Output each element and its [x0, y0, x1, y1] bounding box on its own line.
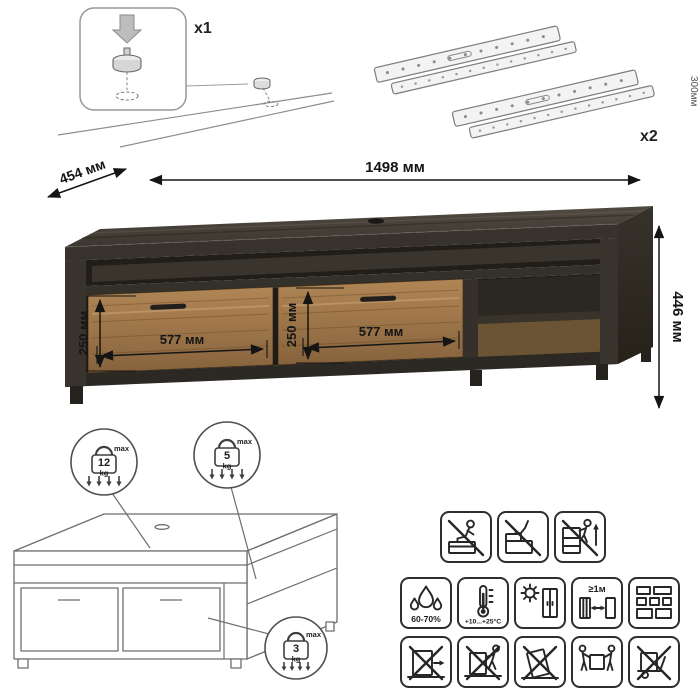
drawer-right-handle	[360, 295, 397, 302]
mounted-foot-icon	[253, 77, 279, 108]
load-drawer-note: max	[306, 630, 322, 639]
top-surface	[65, 206, 653, 247]
load-drawer-unit: kg	[292, 655, 301, 664]
back-panel	[92, 243, 600, 282]
slide-pair-front	[451, 69, 655, 139]
cable-hole	[368, 218, 384, 224]
drawer-left-height-dimension: 250 мм	[76, 311, 91, 356]
right-end-panel	[600, 238, 618, 365]
heater-distance-icon: ≥1м	[579, 583, 616, 619]
icon-no-tilting	[514, 636, 566, 688]
width-dimension: 1498 мм	[365, 159, 425, 176]
humidity-value: 60-70%	[411, 614, 441, 624]
icon-no-dragging	[400, 636, 452, 688]
drawer-right	[277, 278, 464, 366]
no-sitting-icon	[447, 519, 485, 557]
icon-carry-with-two	[571, 636, 623, 688]
temperature-value: +10...+25°C	[465, 618, 501, 626]
right-side-panel	[618, 206, 653, 364]
carry-two-person-icon	[578, 644, 616, 671]
icon-heater-distance: ≥1м	[571, 577, 623, 629]
top-front-edge	[65, 224, 618, 261]
load-shelf-note: max	[237, 437, 253, 446]
load-limit-shelf: 5 kg max	[193, 421, 261, 489]
icon-hardware-layout	[628, 577, 680, 629]
min-distance-value: ≥1м	[588, 583, 605, 594]
insert-arrow-icon	[111, 14, 143, 44]
divider-panel	[463, 279, 478, 358]
load-shelf-value: 5	[224, 450, 230, 462]
foot-middle	[470, 370, 482, 386]
foot-back-right	[641, 348, 651, 362]
load-drawer-value: 3	[293, 643, 299, 655]
base-strip	[65, 351, 618, 387]
tv-stand-render	[64, 206, 653, 404]
middle-shelf-edge	[65, 264, 618, 296]
drawer-right-width-dimension: 577 мм	[359, 324, 404, 339]
no-pulling-icon	[464, 644, 502, 681]
height-dimension: 446 мм	[669, 291, 686, 342]
no-standing-icon	[504, 519, 542, 557]
drawer-right-height-dimension: 250 мм	[284, 303, 299, 348]
load-shelf-unit: kg	[223, 462, 232, 471]
icon-no-sitting	[440, 511, 492, 563]
icon-no-climbing	[554, 511, 606, 563]
icon-temperature-range: +10...+25°C	[457, 577, 509, 629]
depth-dimension: 454 мм	[57, 156, 108, 187]
drawer-left	[87, 286, 274, 374]
icon-keep-from-sunlight	[514, 577, 566, 629]
humidity-icon: 60-70%	[409, 585, 443, 624]
foot-left	[70, 386, 83, 404]
no-dragging-icon	[407, 645, 445, 681]
load-limit-drawer: 3 kg max	[264, 616, 328, 680]
right-compartment-shelf	[478, 311, 600, 324]
right-compartment-floor	[478, 319, 600, 358]
hardware-layout-icon	[636, 586, 672, 619]
right-compartment-back	[478, 275, 600, 316]
load-limit-diagram: 12 kg max 5 kg max	[13, 421, 338, 680]
foot-qty-label: x1	[194, 20, 212, 37]
load-top-note: max	[114, 444, 130, 453]
icon-no-trolley	[628, 636, 680, 688]
icon-no-pulling	[457, 636, 509, 688]
thermometer-icon: +10...+25°C	[465, 585, 501, 626]
load-top-unit: kg	[100, 469, 109, 478]
slide-pair-back	[373, 25, 577, 95]
icon-no-standing-on-drawer	[497, 511, 549, 563]
rail-qty-label: x2	[640, 128, 658, 145]
no-tilting-icon	[521, 645, 559, 681]
drawer-slides: x2 300мм	[373, 25, 699, 145]
load-limit-top: 12 kg max	[70, 428, 138, 496]
icon-humidity-range: 60-70%	[400, 577, 452, 629]
sunlight-icon	[520, 583, 558, 618]
adjustable-foot-icon	[112, 47, 142, 101]
rail-length-label: 300мм	[688, 76, 699, 107]
load-top-value: 12	[98, 457, 110, 469]
left-end-panel	[65, 260, 86, 387]
drawer-left-handle	[150, 303, 187, 310]
foot-detail-callout: x1	[57, 7, 335, 148]
no-climbing-icon	[561, 518, 599, 557]
foot-right	[596, 364, 608, 380]
drawer-left-width-dimension: 577 мм	[160, 332, 205, 347]
no-trolley-icon	[636, 645, 672, 681]
